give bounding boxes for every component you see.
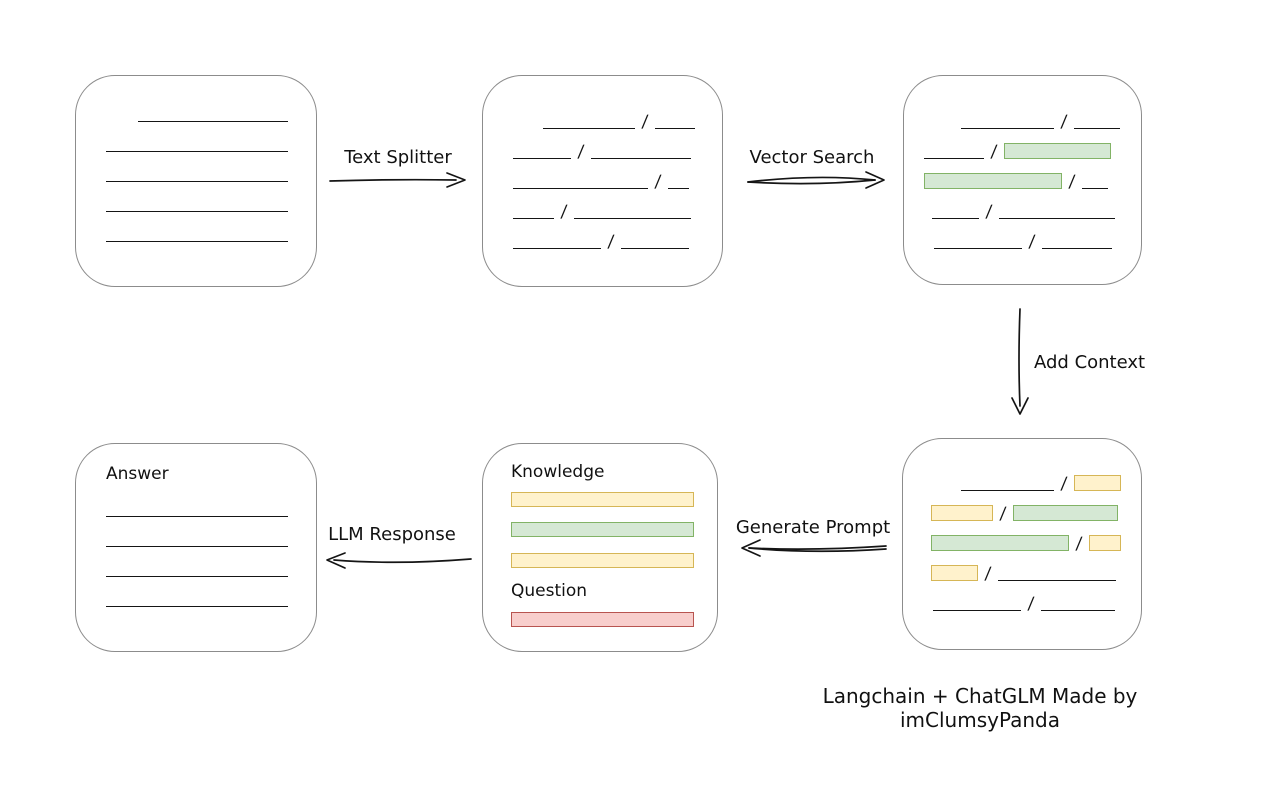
text-line (1081, 188, 1108, 189)
prompt-box: Knowledge Question (482, 443, 718, 652)
highlight-green (931, 535, 1069, 551)
text-row (76, 92, 316, 122)
knowledge-label: Knowledge (511, 462, 605, 482)
diagram-caption: Langchain + ChatGLM Made by imClumsyPand… (822, 684, 1138, 732)
text-line (106, 516, 288, 517)
text-splitter-label: Text Splitter (344, 147, 452, 168)
text-line (934, 248, 1022, 249)
text-line (1073, 128, 1120, 129)
text-row: / (904, 99, 1141, 132)
highlight-yellow (1073, 475, 1121, 491)
llm-response-label: LLM Response (328, 524, 456, 545)
text-line (933, 610, 1021, 611)
text-line (932, 218, 979, 219)
text-line (513, 188, 648, 189)
question-bar-red (511, 612, 694, 627)
text-row: / (483, 129, 722, 162)
text-line (654, 128, 695, 129)
answer-box: Answer (75, 443, 317, 652)
text-line (1040, 610, 1115, 611)
text-row (76, 152, 316, 182)
slash-separator: / (607, 232, 615, 252)
text-row (76, 547, 316, 577)
text-line (924, 158, 984, 159)
text-line (513, 218, 554, 219)
llm-response-arrow (326, 552, 472, 569)
text-row: / (904, 159, 1141, 192)
text-line (106, 241, 288, 242)
chunk-lines: ///// (483, 76, 722, 252)
text-row: / (903, 581, 1141, 614)
text-line (961, 490, 1054, 491)
text-line (620, 248, 689, 249)
text-row: / (483, 189, 722, 222)
text-row: / (903, 491, 1141, 524)
question-label: Question (511, 581, 588, 601)
text-line (1041, 248, 1112, 249)
text-row (76, 122, 316, 152)
text-line (590, 158, 691, 159)
text-line (667, 188, 689, 189)
generate-prompt-arrow (741, 539, 887, 557)
context-chunks-box: ///// (902, 438, 1142, 650)
add-context-label: Add Context (1034, 352, 1146, 373)
text-line (106, 151, 288, 152)
text-line (106, 546, 288, 547)
text-splitter-arrow (329, 172, 466, 188)
highlight-yellow (931, 565, 978, 581)
knowledge-bar-yellow-1 (511, 492, 694, 507)
retrieved-chunk-lines: ///// (904, 76, 1141, 252)
add-context-arrow (1011, 308, 1029, 415)
document-box (75, 75, 317, 287)
text-line (997, 580, 1116, 581)
text-row (76, 182, 316, 212)
text-row: / (903, 551, 1141, 584)
vector-search-label: Vector Search (749, 147, 875, 168)
chunks-box: ///// (482, 75, 723, 287)
answer-label: Answer (106, 464, 169, 484)
text-row (76, 487, 316, 517)
text-line (513, 158, 571, 159)
text-line (138, 121, 288, 122)
text-row: / (904, 129, 1141, 162)
text-row (76, 517, 316, 547)
highlight-yellow (931, 505, 993, 521)
knowledge-bar-green (511, 522, 694, 537)
text-row (76, 577, 316, 607)
highlight-yellow (1088, 535, 1121, 551)
text-row: / (483, 159, 722, 192)
generate-prompt-label: Generate Prompt (735, 517, 891, 538)
context-chunk-lines: ///// (903, 439, 1141, 614)
text-row: / (483, 99, 722, 132)
highlight-green (924, 173, 1062, 189)
slash-separator: / (1028, 232, 1036, 252)
highlight-green (1003, 143, 1111, 159)
text-line (573, 218, 691, 219)
text-line (998, 218, 1115, 219)
retrieved-chunks-box: ///// (903, 75, 1142, 285)
text-line (106, 211, 288, 212)
answer-lines (76, 487, 316, 607)
text-row: / (483, 219, 722, 252)
text-line (543, 128, 635, 129)
text-row: / (903, 461, 1141, 494)
text-row: / (904, 189, 1141, 222)
document-lines (76, 76, 316, 242)
text-line (106, 576, 288, 577)
text-line (106, 606, 288, 607)
slash-separator: / (1027, 594, 1035, 614)
text-row (76, 212, 316, 242)
text-row: / (903, 521, 1141, 554)
text-line (961, 128, 1054, 129)
text-line (513, 248, 601, 249)
text-line (106, 181, 288, 182)
text-row: / (904, 219, 1141, 252)
vector-search-arrow (747, 171, 885, 189)
highlight-green (1012, 505, 1118, 521)
knowledge-bar-yellow-2 (511, 553, 694, 568)
